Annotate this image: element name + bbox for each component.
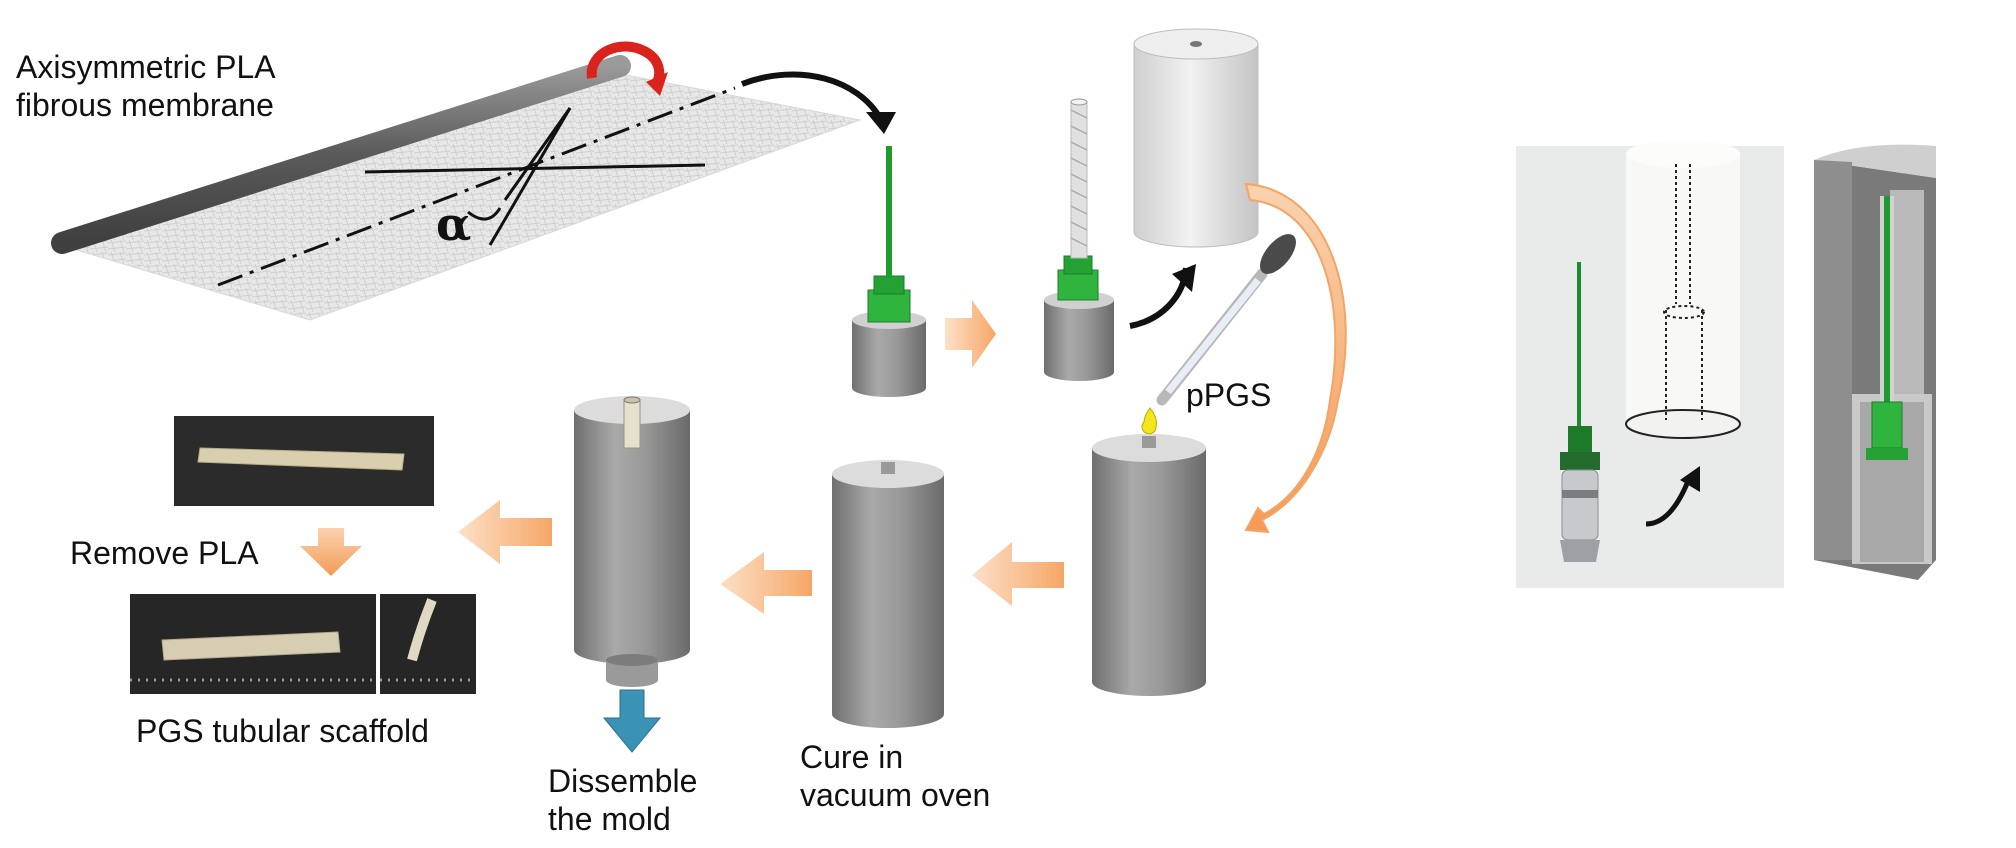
cure-label: Cure in vacuum oven (800, 738, 990, 814)
scaffold-photo-bottom-left (130, 594, 376, 694)
membrane-label-line2: fibrous membrane (16, 87, 274, 123)
block-arrow-icon (972, 542, 1064, 606)
dissemble-label-line2: the mold (548, 801, 671, 837)
mandrel-rod (51, 55, 631, 254)
cure-label-line1: Cure in (800, 739, 904, 775)
mold-filled (1092, 434, 1206, 696)
blue-block-arrow-icon (602, 689, 662, 753)
membrane-label: Axisymmetric PLA fibrous membrane (16, 48, 276, 124)
membrane-label-line1: Axisymmetric PLA (16, 49, 276, 85)
dissemble-label-line1: Dissemble (548, 763, 698, 799)
mold-photo (1516, 140, 1784, 588)
remove-pla-label: Remove PLA (70, 535, 259, 571)
mold-cutaway (1814, 144, 1936, 580)
block-arrow-icon (945, 300, 996, 368)
cure-label-line2: vacuum oven (800, 777, 991, 813)
dissemble-label: Dissemble the mold (548, 762, 697, 838)
block-arrow-icon (458, 500, 552, 564)
ppgs-label: pPGS (1186, 377, 1272, 413)
needle-in-base (852, 146, 926, 397)
scaffold-label: PGS tubular scaffold (136, 713, 429, 749)
needle-with-scaffold (1044, 98, 1114, 381)
dropper-icon (1141, 234, 1296, 435)
block-arrow-icon (720, 552, 812, 614)
block-arrow-icon (300, 528, 362, 576)
curved-arrow-icon (740, 71, 896, 134)
alpha-label: α (436, 197, 472, 251)
mold-cover (1133, 28, 1259, 248)
scaffold-photo-bottom-right (380, 594, 476, 694)
pla-membrane (51, 55, 862, 321)
rotation-arrow-icon (586, 41, 668, 96)
mold-curing (832, 460, 944, 728)
curved-arrow-icon (1129, 264, 1196, 329)
curved-arrow-icon (1244, 182, 1347, 534)
alignment-lines (217, 86, 736, 287)
mold-open (574, 396, 690, 687)
scaffold-photo-top (174, 416, 434, 506)
